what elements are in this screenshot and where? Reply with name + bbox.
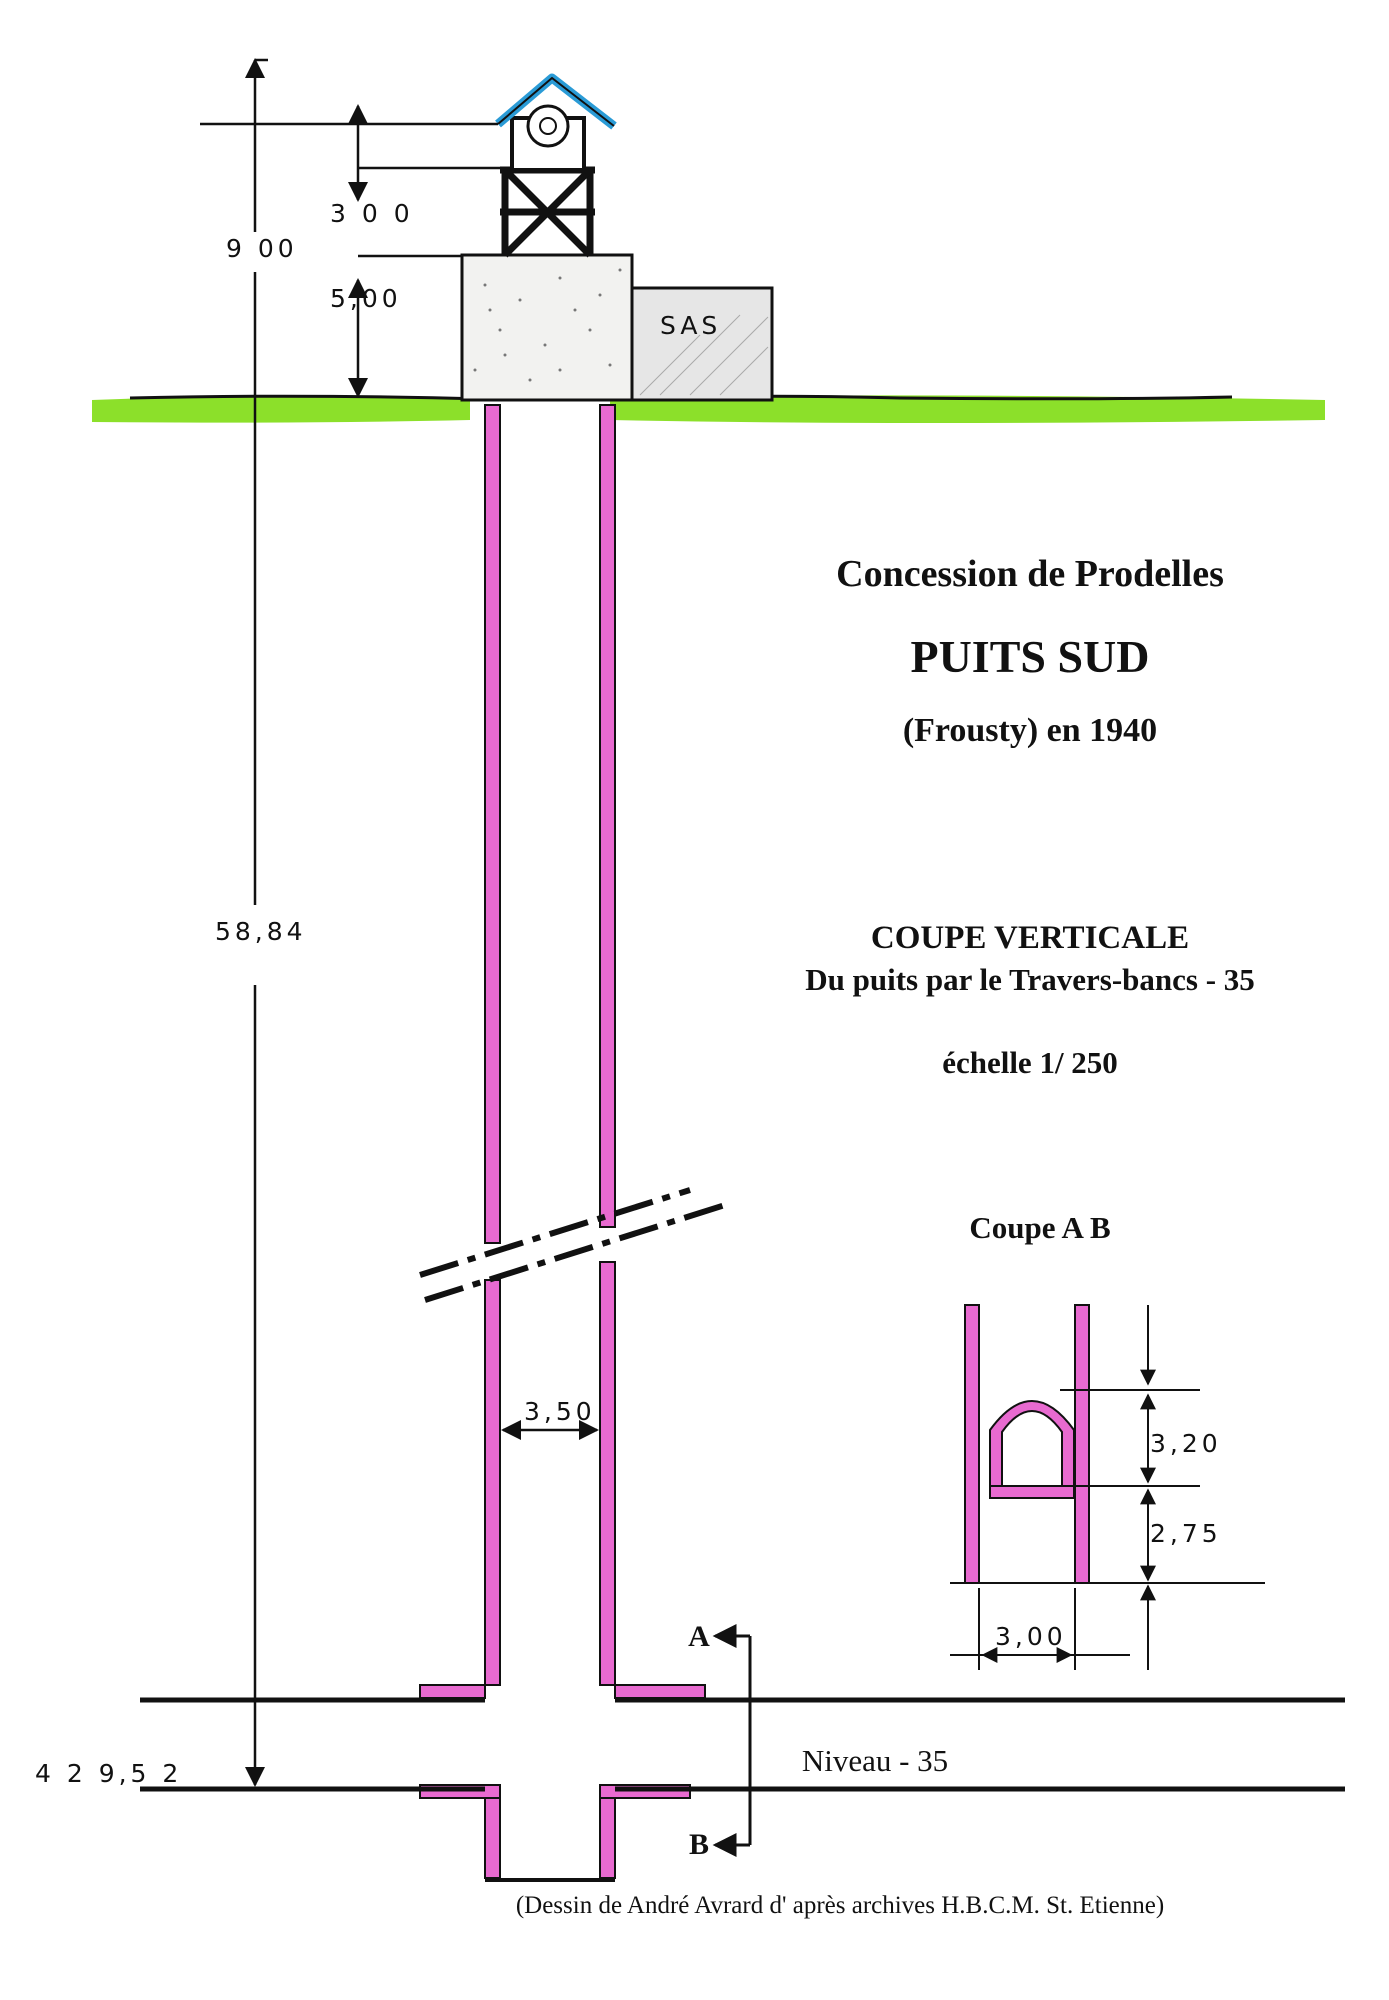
dim-wall-height: 2,75 [1150, 1519, 1222, 1548]
title-puits-sud: PUITS SUD [910, 631, 1150, 682]
section-marker-ab [712, 1624, 752, 1857]
level-label: Niveau - 35 [801, 1743, 949, 1778]
dim-gallery-height: 3,20 [1150, 1429, 1222, 1458]
dim-altitude: 4 2 9,5 2 [35, 1759, 182, 1788]
drawing-credit: (Dessin de André Avrard d' après archive… [515, 1892, 1165, 1919]
headframe-roof-outline [497, 76, 615, 127]
title-concession: Concession de Prodelles [836, 553, 1224, 595]
break-lines [419, 1187, 726, 1303]
sas-building [630, 286, 774, 402]
gallery-lines [140, 1697, 1345, 1792]
sas-hatching [639, 314, 769, 396]
dim-shaft-width: 3,50 [524, 1397, 596, 1426]
ground-surface [92, 395, 470, 423]
title-coupe-verticale: COUPE VERTICALE [870, 920, 1190, 956]
dim-gallery-width: 3,00 [995, 1622, 1067, 1651]
dim-base-height: 5,00 [330, 284, 402, 313]
sas-label: SAS [660, 311, 721, 340]
headframe-base [460, 253, 634, 402]
coupe-ab-section [950, 1304, 1265, 1670]
title-du-puits: Du puits par le Travers-bancs - 35 [805, 962, 1255, 997]
title-echelle: échelle 1/ 250 [942, 1045, 1118, 1080]
dim-depth: 58,84 [215, 917, 307, 946]
base-concrete-texture [473, 268, 622, 382]
section-label-a: A [688, 1620, 710, 1653]
shaft-casing-lower [419, 1261, 706, 1882]
section-label-b: B [688, 1828, 709, 1861]
title-frousty: (Frousty) en 1940 [902, 712, 1158, 749]
winding-wheel-hub [539, 117, 557, 135]
ground-surface-right [610, 395, 1325, 423]
dim-headframe-height: 3 0 0 [330, 199, 414, 228]
shaft-casing-upper [484, 404, 616, 1244]
headframe-tower [500, 166, 595, 258]
dim-total-height: 9 00 [226, 234, 298, 263]
title-coupe-ab: Coupe A B [969, 1210, 1111, 1245]
height-dimension-lines [200, 58, 500, 1787]
